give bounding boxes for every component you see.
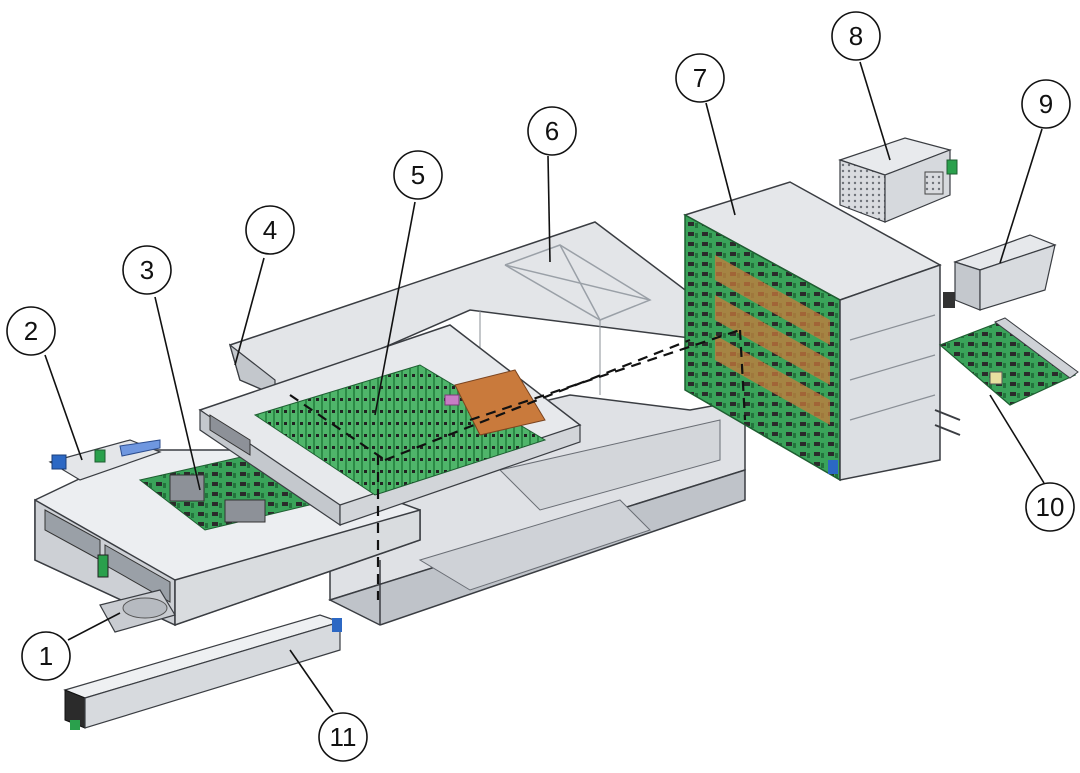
- callout-2-label: 2: [24, 316, 38, 346]
- callout-6: 6: [527, 106, 577, 156]
- callout-8-label: 8: [849, 21, 863, 51]
- leader-lines: [44, 61, 1045, 713]
- callout-1: 1: [21, 631, 71, 681]
- callout-7: 7: [675, 53, 725, 103]
- callout-5: 5: [393, 150, 443, 200]
- pcie-module: [943, 234, 1057, 311]
- callout-10: 10: [1025, 482, 1075, 532]
- disk-drive: [99, 589, 176, 633]
- callout-6-label: 6: [545, 116, 559, 146]
- callout-10-label: 10: [1036, 492, 1065, 522]
- riser-card: [934, 317, 1079, 436]
- callout-3-label: 3: [140, 255, 154, 285]
- callout-1-label: 1: [39, 641, 53, 671]
- callout-4: 4: [245, 205, 295, 255]
- callout-2: 2: [6, 306, 56, 356]
- fan-module: [48, 439, 162, 481]
- callout-4-label: 4: [263, 215, 277, 245]
- callout-8: 8: [831, 11, 881, 61]
- front-chassis: [34, 449, 421, 627]
- callout-7-label: 7: [693, 63, 707, 93]
- cpu-memory-module: [198, 324, 582, 527]
- callout-9-label: 9: [1039, 89, 1053, 119]
- callout-9: 9: [1021, 79, 1071, 129]
- power-supply: [838, 137, 958, 223]
- assembly-guide-lines: [289, 328, 747, 600]
- top-cover: [228, 221, 727, 396]
- callout-11: 11: [318, 712, 368, 762]
- long-power-supply: [63, 614, 342, 730]
- callout-3: 3: [122, 245, 172, 295]
- callout-11-label: 11: [330, 722, 357, 752]
- callout-5-label: 5: [411, 160, 425, 190]
- card-cage: [683, 181, 942, 482]
